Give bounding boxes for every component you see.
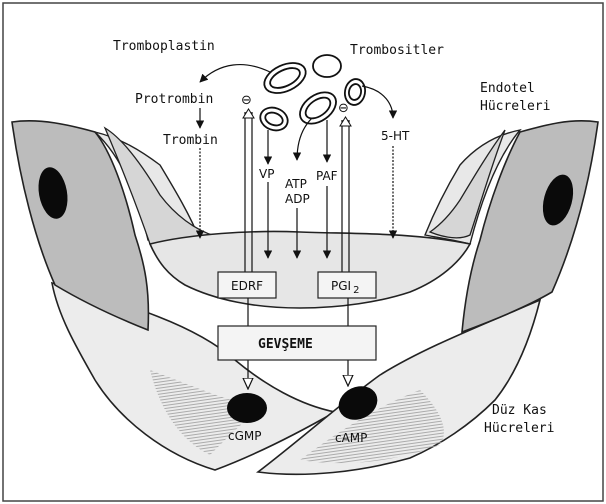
label-duzkas-1: Düz Kas (492, 403, 547, 418)
inhibit-symbol-right: ⊖ (338, 101, 349, 116)
platelet-4 (294, 86, 342, 130)
platelet-3 (257, 104, 291, 134)
muscle-nucleus-left (227, 393, 267, 423)
arrow-5ht (362, 86, 393, 118)
label-endotel-1: Endotel (480, 81, 535, 96)
label-trombositler: Trombositler (350, 43, 444, 58)
label-vp: VP (259, 167, 274, 181)
platelet-2 (313, 55, 341, 77)
label-edrf: EDRF (231, 279, 263, 293)
endothelial-lining-bowl (150, 232, 470, 309)
arrow-tromboplastin (200, 65, 270, 82)
label-paf: PAF (316, 169, 338, 183)
platelet-1 (260, 57, 311, 99)
label-duzkas-2: Hücreleri (484, 421, 554, 436)
label-protrombin: Protrombin (135, 92, 213, 107)
label-atp: ATP (285, 177, 307, 191)
label-trombin: Trombin (163, 133, 218, 148)
label-cgmp: cGMP (228, 429, 262, 443)
label-tromboplastin: Tromboplastin (113, 39, 215, 54)
inhibit-symbol-left: ⊖ (241, 93, 252, 108)
label-adp: ADP (285, 192, 310, 206)
platelets-cluster (257, 55, 367, 134)
label-gevseme: GEVŞEME (258, 337, 313, 352)
label-pgi2-subscript: 2 (353, 285, 359, 296)
label-endotel-2: Hücreleri (480, 99, 550, 114)
label-camp: cAMP (335, 431, 367, 445)
label-5ht: 5-HT (381, 129, 410, 143)
